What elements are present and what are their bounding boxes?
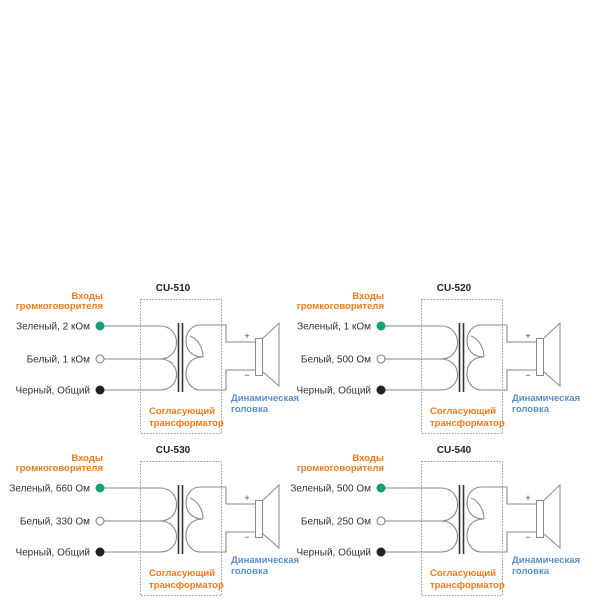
terminal-label-white: Белый, 500 Ом bbox=[301, 355, 371, 366]
speaker-cone-icon bbox=[542, 321, 561, 388]
terminal-label-green: Зеленый, 2 кОм bbox=[16, 322, 90, 333]
transformer-enclosure bbox=[140, 461, 222, 596]
model-title: CU-530 bbox=[156, 445, 191, 456]
speaker-label: головка bbox=[512, 566, 550, 577]
terminal-label-black: Черный, Общий bbox=[296, 547, 371, 559]
plus-sign: + bbox=[244, 331, 249, 341]
minus-sign: − bbox=[525, 532, 530, 542]
secondary-winding bbox=[466, 486, 536, 520]
secondary-winding bbox=[466, 518, 536, 553]
terminal-label-black: Черный, Общий bbox=[296, 385, 371, 397]
speaker-magnet-icon bbox=[536, 338, 544, 376]
inputs-label: Входы bbox=[352, 453, 384, 464]
speaker-label: Динамическая bbox=[231, 393, 299, 404]
transformer-label: Согласующий bbox=[149, 568, 215, 579]
inputs-label: Входы bbox=[71, 291, 103, 302]
terminal-black-icon bbox=[95, 547, 105, 557]
minus-sign: − bbox=[525, 370, 530, 380]
terminal-label-black: Черный, Общий bbox=[15, 385, 90, 397]
terminal-green-icon bbox=[95, 483, 105, 493]
terminal-label-green: Зеленый, 500 Ом bbox=[290, 484, 371, 495]
speaker-cone-icon bbox=[261, 321, 280, 388]
terminal-white-icon bbox=[95, 354, 105, 364]
primary-winding bbox=[440, 325, 458, 391]
secondary-winding bbox=[185, 324, 255, 358]
inputs-label: громкоговорителя bbox=[297, 463, 384, 474]
speaker-cone-icon bbox=[261, 483, 280, 550]
model-title: CU-540 bbox=[437, 445, 472, 456]
speaker-label: Динамическая bbox=[512, 393, 580, 404]
secondary-winding bbox=[185, 518, 255, 553]
secondary-winding bbox=[466, 356, 536, 391]
model-title: CU-510 bbox=[156, 283, 191, 294]
plus-sign: + bbox=[525, 493, 530, 503]
transformer-label: трансформатор bbox=[149, 418, 224, 429]
inputs-label: Входы bbox=[71, 453, 103, 464]
speaker-cone-icon bbox=[542, 483, 561, 550]
transformer-enclosure bbox=[421, 461, 503, 596]
speaker-label: головка bbox=[231, 566, 269, 577]
terminal-green-icon bbox=[95, 321, 105, 331]
transformer-label: трансформатор bbox=[430, 580, 505, 591]
minus-sign: − bbox=[244, 532, 249, 542]
terminal-white-icon bbox=[376, 516, 386, 526]
terminal-label-white: Белый, 1 кОм bbox=[27, 355, 90, 366]
terminal-black-icon bbox=[95, 385, 105, 395]
terminal-white-icon bbox=[376, 354, 386, 364]
model-title: CU-520 bbox=[437, 283, 472, 294]
minus-sign: − bbox=[244, 370, 249, 380]
inputs-label: Входы bbox=[352, 291, 384, 302]
speaker-label: Динамическая bbox=[231, 555, 299, 566]
terminal-black-icon bbox=[376, 547, 386, 557]
transformer-enclosure bbox=[140, 299, 222, 434]
transformer-label: трансформатор bbox=[149, 580, 224, 591]
speaker-label: головка bbox=[231, 404, 269, 415]
terminal-white-icon bbox=[95, 516, 105, 526]
plus-sign: + bbox=[244, 493, 249, 503]
terminal-label-green: Зеленый, 660 Ом bbox=[9, 484, 90, 495]
inputs-label: громкоговорителя bbox=[297, 301, 384, 312]
inputs-label: громкоговорителя bbox=[16, 463, 103, 474]
secondary-winding bbox=[466, 324, 536, 358]
inputs-label: громкоговорителя bbox=[16, 301, 103, 312]
terminal-label-white: Белый, 330 Ом bbox=[20, 517, 90, 528]
transformer-label: Согласующий bbox=[430, 568, 496, 579]
transformer-enclosure bbox=[421, 299, 503, 434]
transformer-label: трансформатор bbox=[430, 418, 505, 429]
secondary-winding bbox=[185, 486, 255, 520]
terminal-green-icon bbox=[376, 483, 386, 493]
primary-winding bbox=[440, 487, 458, 553]
primary-winding bbox=[159, 487, 177, 553]
plus-sign: + bbox=[525, 331, 530, 341]
speaker-magnet-icon bbox=[255, 338, 263, 376]
primary-winding bbox=[159, 325, 177, 391]
speaker-magnet-icon bbox=[255, 500, 263, 538]
terminal-label-black: Черный, Общий bbox=[15, 547, 90, 559]
secondary-winding bbox=[185, 356, 255, 391]
terminal-black-icon bbox=[376, 385, 386, 395]
speaker-magnet-icon bbox=[536, 500, 544, 538]
transformer-label: Согласующий bbox=[149, 406, 215, 417]
terminal-label-white: Белый, 250 Ом bbox=[301, 517, 371, 528]
terminal-label-green: Зеленый, 1 кОм bbox=[297, 322, 371, 333]
speaker-label: головка bbox=[512, 404, 550, 415]
terminal-green-icon bbox=[376, 321, 386, 331]
speaker-label: Динамическая bbox=[512, 555, 580, 566]
transformer-label: Согласующий bbox=[430, 406, 496, 417]
